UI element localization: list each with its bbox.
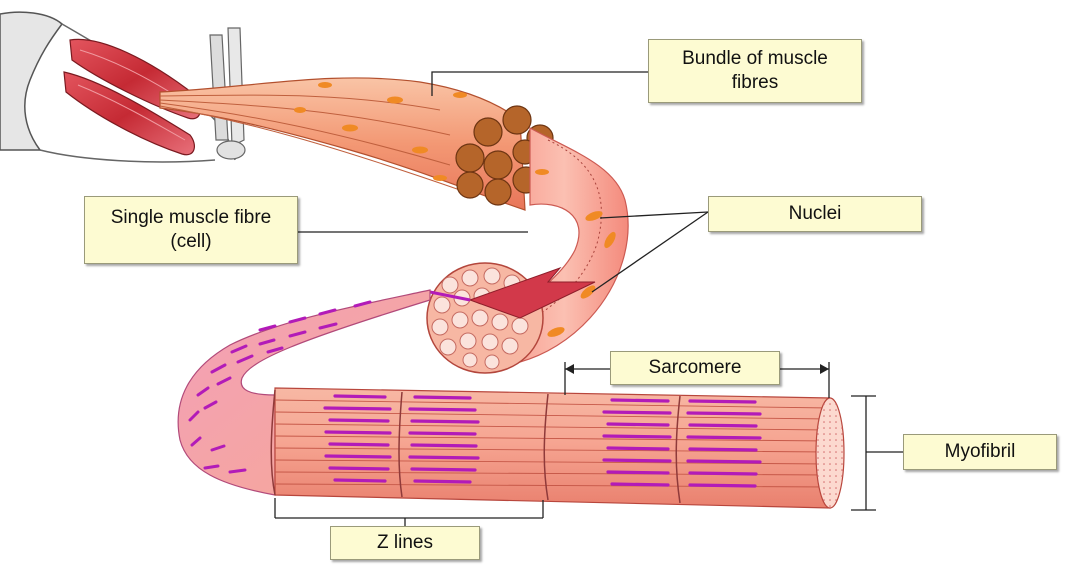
fibre-bundle [160,78,553,210]
label-sarcomere: Sarcomere [610,351,780,385]
arm-illustration [0,12,245,162]
label-nuclei: Nuclei [708,196,922,232]
label-myofibril: Myofibril [903,434,1057,470]
label-sarcomere-text: Sarcomere [649,356,742,380]
label-z-lines-text: Z lines [377,531,433,555]
label-single-fibre-text: Single muscle fibre (cell) [111,206,272,254]
label-z-lines: Z lines [330,526,480,560]
label-single-muscle-fibre: Single muscle fibre (cell) [84,196,298,264]
label-bundle-of-muscle-fibres: Bundle of muscle fibres [648,39,862,103]
label-myofibril-text: Myofibril [945,440,1016,464]
label-bundle-text: Bundle of muscle fibres [682,47,828,95]
label-nuclei-text: Nuclei [789,202,842,226]
